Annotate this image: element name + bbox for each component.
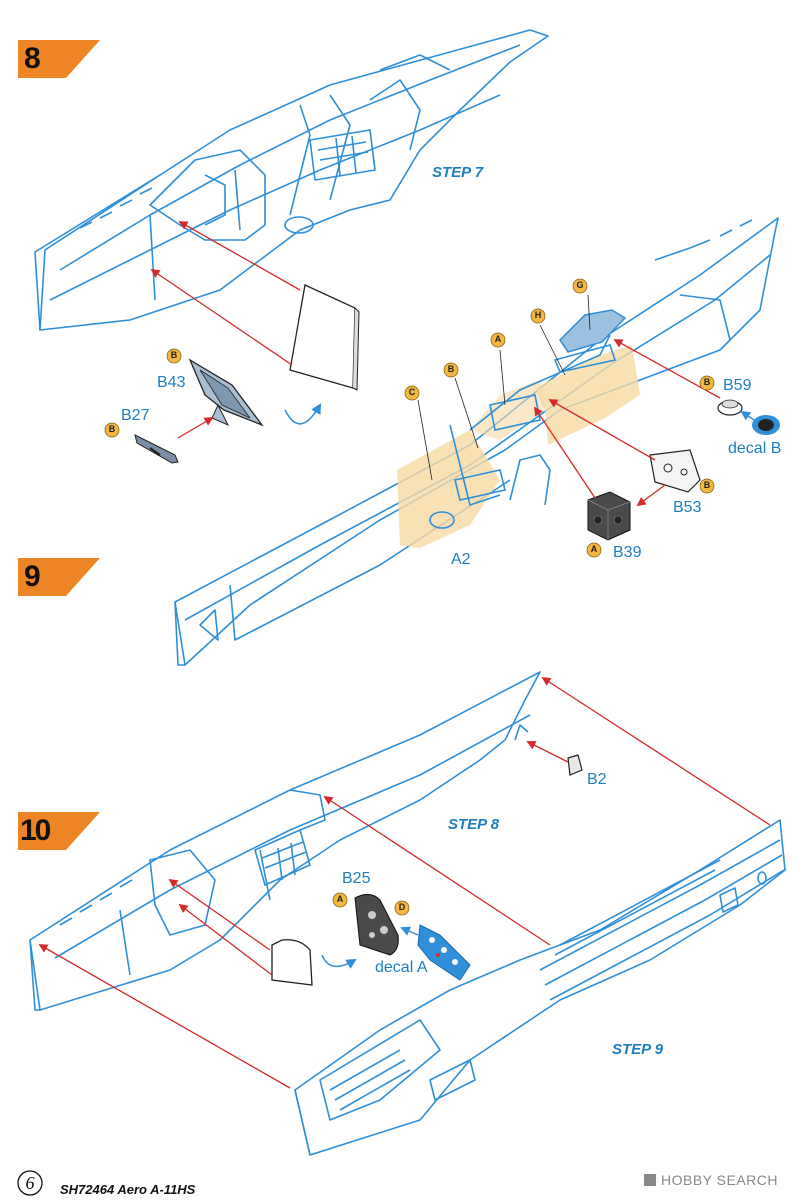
paint-callout-b59: B: [703, 377, 711, 387]
page-number: 6: [25, 1173, 35, 1193]
step8-instrument-board: [289, 284, 360, 391]
step10-instrument-panel: [271, 939, 313, 986]
decal-a-arrow: [400, 926, 419, 936]
label-b27: B27: [121, 407, 150, 424]
instrument-panel-b25: [354, 894, 399, 956]
decal-b-disc: [752, 415, 780, 435]
step8-rotate-arrow: [284, 403, 322, 425]
footer-watermark: HOBBY SEARCH: [661, 1172, 778, 1188]
part-b2: [567, 754, 583, 776]
paint-callout-b39: A: [590, 544, 598, 554]
paint-callout-b53: B: [703, 480, 711, 490]
decal-a-panel: [417, 924, 471, 981]
step8-fuselage-half: [34, 29, 549, 331]
label-b43: B43: [157, 374, 186, 391]
paint-drops: [104, 278, 715, 916]
step-ref-step7: STEP 7: [432, 164, 484, 181]
step-number-10: 10: [20, 814, 51, 847]
step-ref-step8: STEP 8: [448, 816, 500, 833]
paint-callout-c: C: [408, 387, 416, 397]
windscreen-g: [559, 309, 627, 353]
step10-arrows: [38, 677, 771, 1089]
step8-arrows: [150, 221, 301, 439]
step10-rotate-arrow: [321, 954, 357, 969]
label-decal-a: decal A: [375, 959, 428, 976]
step9-arrows: [533, 339, 721, 507]
step-ref-step9: STEP 9: [612, 1041, 664, 1058]
label-a2: A2: [451, 551, 471, 568]
paint-callout-h: H: [534, 310, 542, 320]
step-number-9: 9: [24, 560, 41, 593]
label-b25: B25: [342, 870, 371, 887]
control-column-b27: [134, 434, 179, 464]
step9-callout-leaders: [417, 294, 591, 481]
part-b59: [717, 399, 743, 416]
watermark-logo-mark: [644, 1174, 656, 1186]
label-decal-b: decal B: [728, 440, 782, 457]
label-b39: B39: [613, 544, 642, 561]
paint-callout-b27: B: [108, 424, 116, 434]
step9-interior-highlight: [397, 345, 640, 548]
paint-callout-a-step9: A: [494, 334, 502, 344]
paint-callout-g: G: [576, 280, 584, 290]
step9-cockpit-frame: [429, 334, 617, 529]
paint-callout-b43: B: [170, 350, 178, 360]
label-b2: B2: [587, 771, 607, 788]
step10-fuselage-right-half: [294, 819, 786, 1156]
paint-callout-b25-a: A: [336, 894, 344, 904]
seat-b43: [188, 358, 264, 427]
paint-callout-b25-d: D: [398, 902, 406, 912]
footer-title: SH72464 Aero A-11HS: [60, 1182, 196, 1197]
step-number-8: 8: [24, 42, 41, 75]
paint-callout-b-step9: B: [447, 364, 455, 374]
part-b39: [587, 491, 631, 541]
page-number-circle: [17, 1170, 43, 1196]
step10-fuselage-left-half: [29, 671, 541, 1011]
label-b59: B59: [723, 377, 752, 394]
decal-b-arrow: [740, 410, 755, 421]
label-b53: B53: [673, 499, 702, 516]
part-b53: [649, 449, 701, 493]
step-flags: [18, 40, 100, 850]
